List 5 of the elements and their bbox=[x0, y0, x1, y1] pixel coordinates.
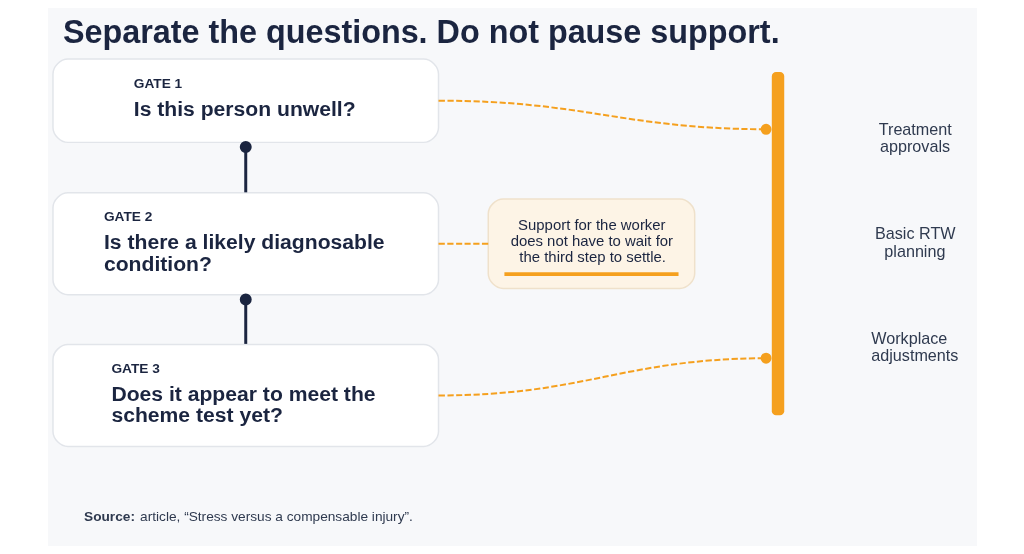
label: Workplace adjustments bbox=[870, 328, 958, 365]
label: Source: article, “Stress versus a compensable injury”. bbox=[83, 508, 413, 524]
diagram-title: Separate the questions. Do not pause support. bbox=[62, 13, 780, 50]
label: Basic RTW planning bbox=[874, 224, 956, 260]
label: Treatment approvals bbox=[878, 119, 952, 156]
